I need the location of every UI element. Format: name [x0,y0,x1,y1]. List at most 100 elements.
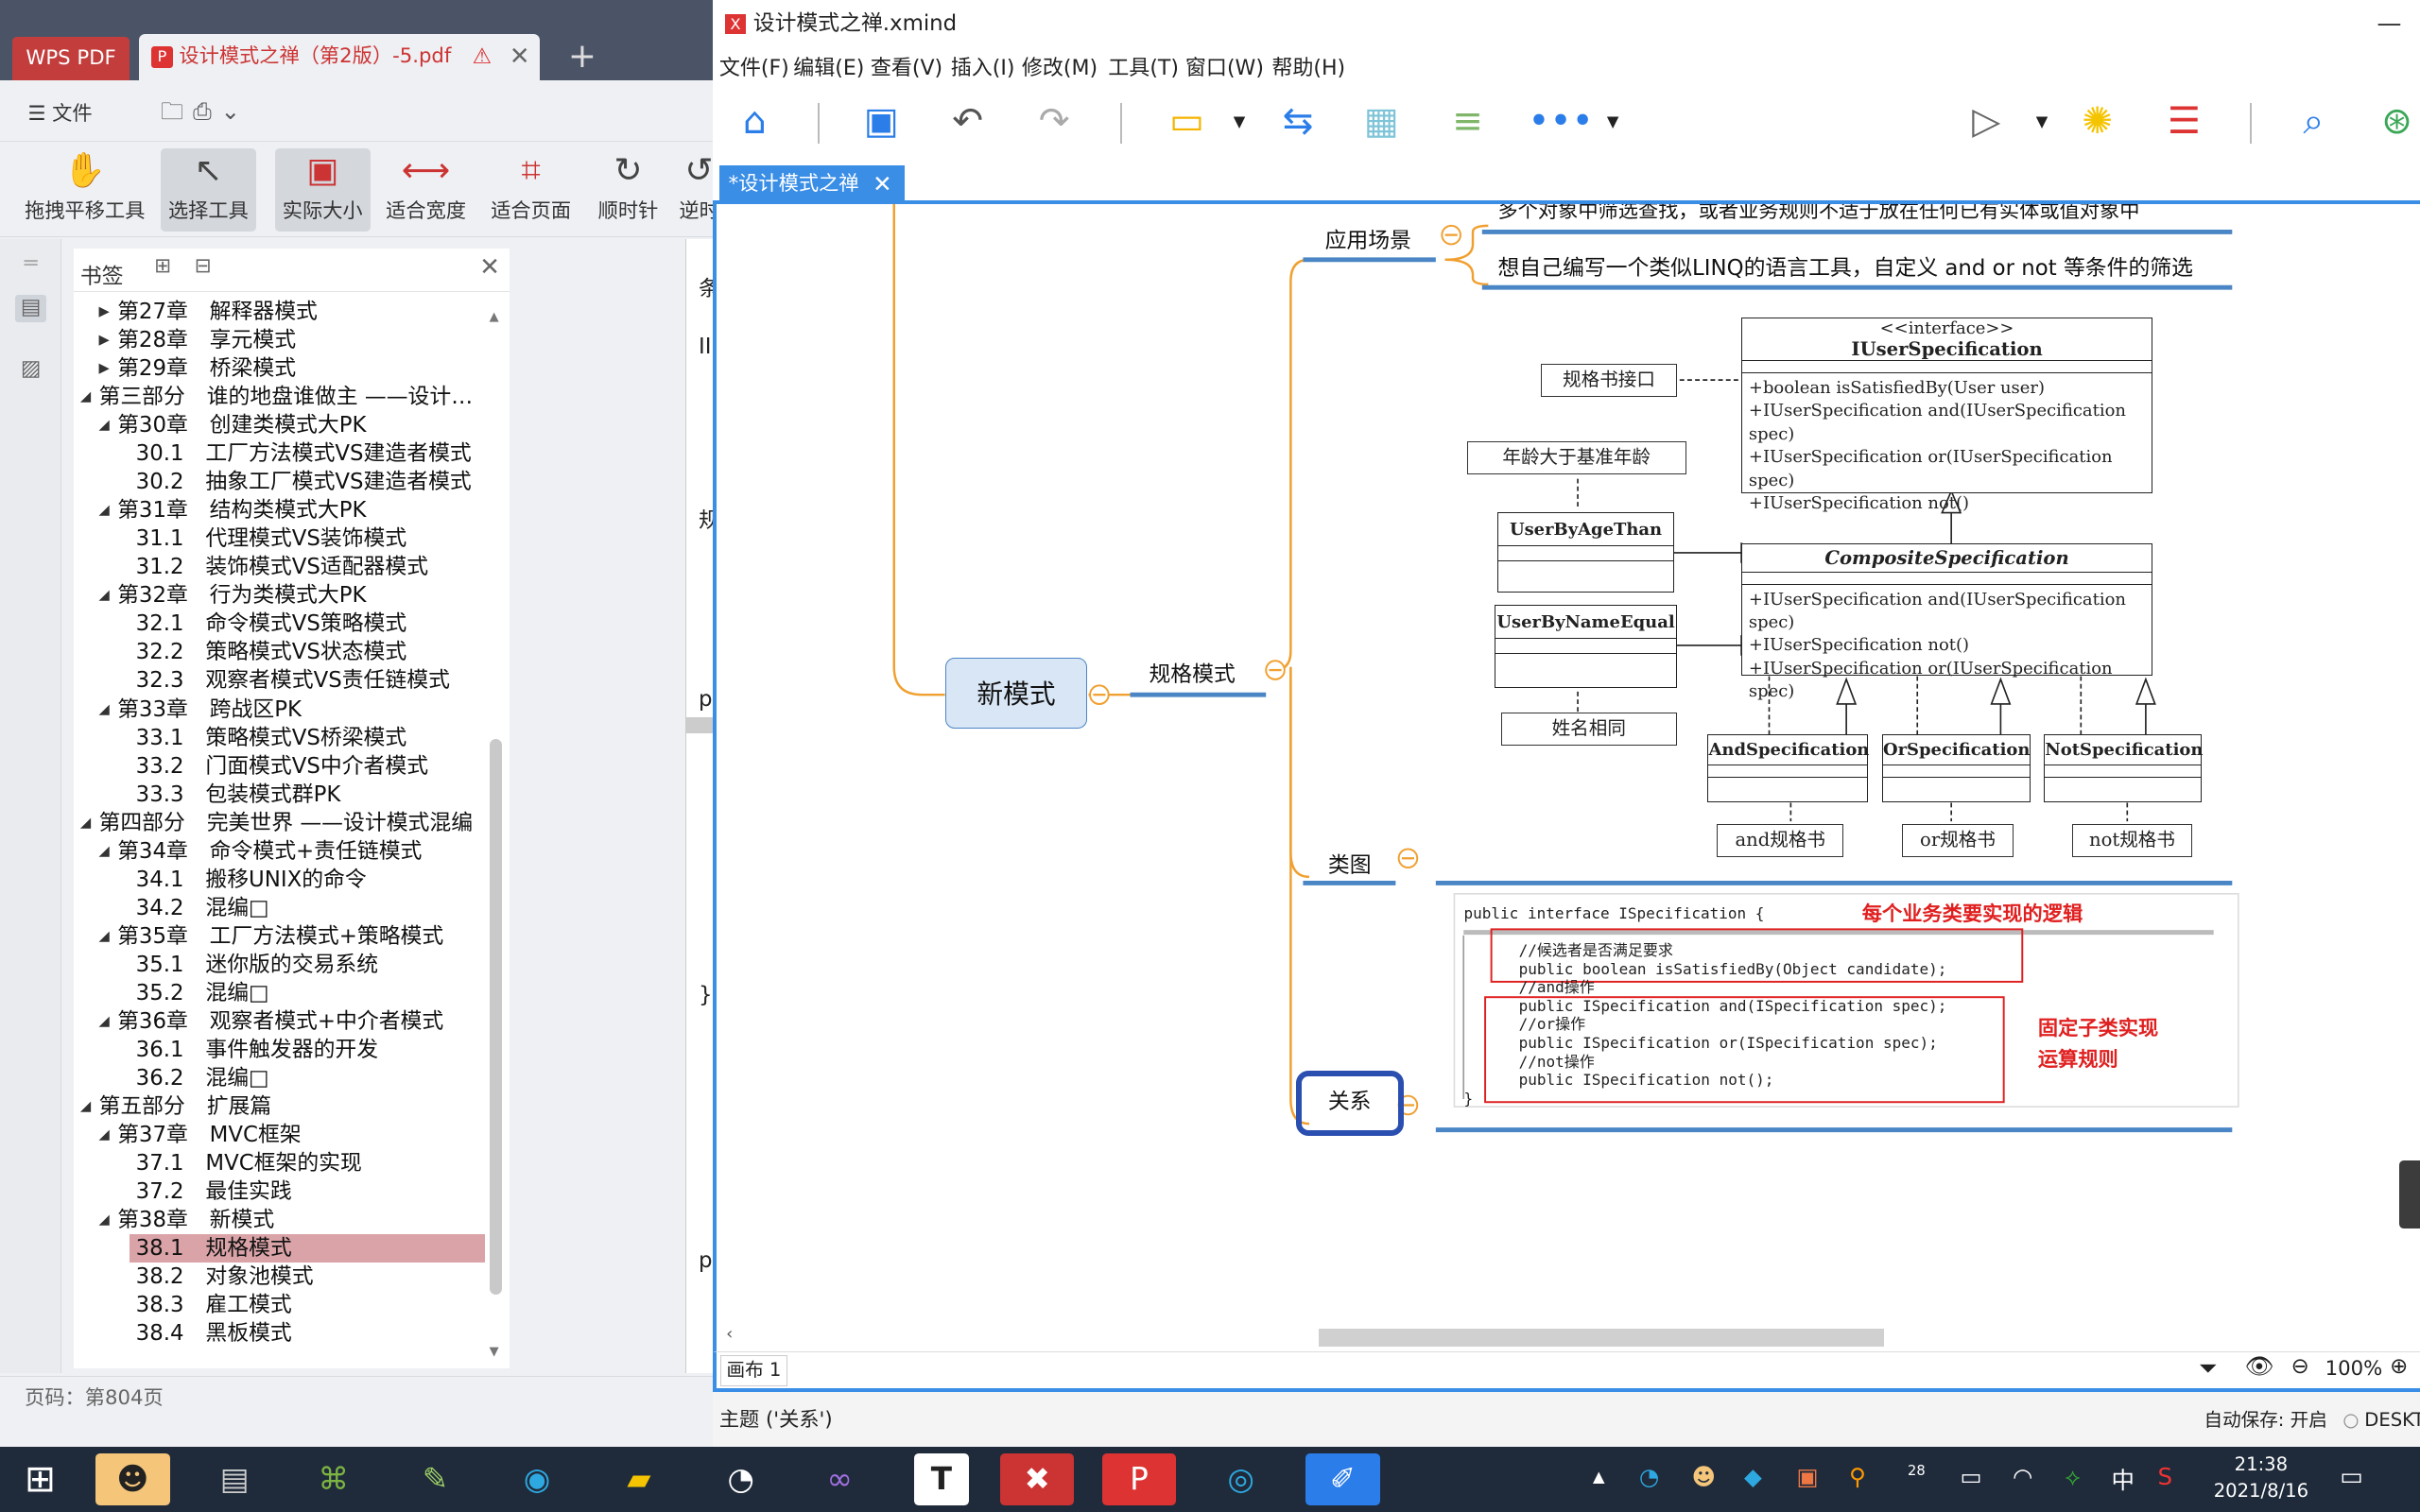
wps-pdf-taskbar-icon[interactable]: P [1101,1452,1177,1506]
bookmark-item[interactable]: ◢第三部分 谁的地盘谁做主 ——设计… [74,383,484,411]
new-tab-button[interactable]: + [567,37,596,77]
tray-app-icon[interactable]: ☻ [1691,1462,1716,1490]
collapse-arrow-icon[interactable]: ◢ [98,1012,110,1029]
bookmark-item[interactable]: ▶第29章 桥梁模式 [74,354,484,383]
bookmark-item[interactable]: 37.2 最佳实践 [74,1177,484,1206]
bookmark-item[interactable]: ◢第32章 行为类模式大PK [74,581,484,610]
tray-color-icon[interactable]: ▣ [1796,1462,1819,1490]
bookmark-item[interactable]: 35.1 迷你版的交易系统 [74,951,484,979]
tray-green-icon[interactable]: ⟡ [2065,1462,2081,1490]
scroll-down-icon[interactable]: ▼ [489,1345,499,1360]
collapse-arrow-icon[interactable]: ◢ [79,1097,92,1114]
visual-studio-icon[interactable]: ∞ [826,1460,853,1497]
bookmark-item[interactable]: ◢第35章 工厂方法模式+策略模式 [74,922,484,951]
bookmark-item[interactable]: 32.2 策略模式VS状态模式 [74,638,484,666]
undo-icon[interactable]: ↶ [952,99,984,143]
filter-icon[interactable]: ⏷ [2198,1353,2218,1382]
side-panel-handle[interactable] [2398,1160,2420,1228]
menu-insert[interactable]: 插入(I) [950,56,1015,80]
zoom-level[interactable]: 100% [2325,1357,2383,1382]
lightbulb-icon[interactable]: ✺ [2082,99,2114,143]
bookmark-item[interactable]: ◢第37章 MVC框架 [74,1121,484,1149]
bookmark-item[interactable]: ◢第四部分 完美世界 ——设计模式混编 [74,809,484,837]
search-app-icon[interactable]: ◔ [727,1460,754,1497]
rotate-clockwise-button[interactable]: ↻顺时针 [590,148,667,232]
topic-relation-selected[interactable]: 关系 [1295,1071,1404,1136]
ime-indicator[interactable]: 中 [2111,1466,2135,1494]
horizontal-scrollbar[interactable]: ‹ [713,1323,2420,1352]
tray-cloud-icon[interactable]: ◆ [1743,1462,1762,1490]
share-icon[interactable]: ⊛ [2381,99,2412,143]
pen-app-icon[interactable]: ✐ [1305,1452,1380,1506]
python-icon[interactable]: ⌘ [318,1460,349,1497]
thumbnail-panel-icon[interactable]: ▨ [20,356,42,382]
tray-s-icon[interactable]: S [2157,1462,2173,1490]
bookmark-item[interactable]: ◢第五部分 扩展篇 [74,1092,484,1121]
bookmark-item[interactable]: 32.1 命令模式VS策略模式 [74,610,484,638]
expand-all-icon[interactable]: ⊞ [154,254,172,279]
topic-scene[interactable]: 应用场景 [1324,229,1411,254]
bookmark-item[interactable]: ◢第34章 命令模式+责任链模式 [74,837,484,866]
collapse-arrow-icon[interactable]: ◢ [79,388,92,405]
close-tab-icon[interactable]: ✕ [873,169,892,198]
bookmark-item[interactable]: 30.2 抽象工厂模式VS建造者模式 [74,468,484,496]
home-icon[interactable]: ⌂ [742,99,767,143]
insert-topic-icon[interactable]: ▭ [1169,99,1205,143]
mindmap-canvas[interactable]: 多个对象中筛选查找，或者业务规则不适于放在任何已有实体或值对象中 应用场景 想自… [713,203,2420,1324]
tray-badge[interactable]: 28 [1908,1462,1926,1479]
status-autosave[interactable]: 自动保存: 开启 [2204,1409,2327,1432]
bookmark-item[interactable]: 33.1 策略模式VS桥梁模式 [74,724,484,752]
eye-icon[interactable]: 👁 [2244,1352,2274,1381]
scroll-left-icon[interactable]: ‹ [726,1323,734,1344]
xmind-document-tab[interactable]: *设计模式之禅✕ [718,164,905,204]
pan-tool-button[interactable]: ✋拖拽平移工具 [22,148,148,232]
relationship-icon[interactable]: ⇆ [1282,99,1314,143]
bookmark-item[interactable]: 38.4 黑板模式 [74,1319,484,1348]
chevron-down-icon[interactable]: ⌄ [220,97,250,126]
collapse-arrow-icon[interactable]: ◢ [98,1211,110,1228]
chevron-down-icon[interactable]: ▼ [1233,112,1246,130]
typora-icon[interactable]: T [913,1452,970,1506]
collapse-arrow-icon[interactable]: ◢ [98,502,110,519]
topic-root[interactable]: 新模式 [944,657,1088,729]
menu-edit[interactable]: 编辑(E) [793,56,865,80]
summary-icon[interactable]: ≡ [1452,99,1484,143]
bookmark-scrollbar[interactable]: ▲ ▼ [488,310,503,1359]
xmind-taskbar-icon[interactable]: ✖ [999,1452,1075,1506]
close-tab-icon[interactable]: ✕ [509,42,530,71]
fit-page-button[interactable]: ⌗适合页面 [485,148,578,232]
bookmark-item[interactable]: 34.2 混编□ [74,894,484,922]
bookmark-item[interactable]: ◢第33章 跨战区PK [74,696,484,724]
chevron-down-icon[interactable]: ▼ [2035,112,2048,130]
pinned-app-icon[interactable]: ☻ [95,1452,170,1506]
more-icon[interactable]: ••• [1528,99,1594,143]
search-tool-icon[interactable]: ◎ [1227,1460,1254,1497]
open-folder-icon[interactable]: 🗀 [160,97,194,126]
select-tool-button[interactable]: ↖选择工具 [160,147,257,232]
tray-key-icon[interactable]: ⚲ [1848,1462,1866,1490]
boundary-icon[interactable]: ▦ [1363,99,1399,143]
bookmark-item-selected[interactable]: 38.1 规格模式 [130,1234,485,1263]
bookmark-item[interactable]: 35.2 混编□ [74,979,484,1007]
windows-start-icon[interactable]: ⊞ [25,1457,56,1501]
fit-width-button[interactable]: ⟷适合宽度 [383,148,469,232]
bookmark-scroll-thumb[interactable] [489,739,502,1295]
file-manager-icon[interactable]: ▤ [219,1460,250,1497]
bookmark-item[interactable]: ▶第28章 享元模式 [74,326,484,354]
battery-icon[interactable]: ▭ [1960,1462,1982,1490]
bookmark-item[interactable]: 36.2 混编□ [74,1064,484,1092]
expand-arrow-icon[interactable]: ▶ [98,360,110,377]
bookmark-item[interactable]: 31.2 装饰模式VS适配器模式 [74,553,484,581]
edge-icon[interactable]: ◉ [523,1460,551,1497]
file-menu-button[interactable]: ☰ 文件 [27,97,92,127]
bookmark-item[interactable]: 34.1 搬移UNIX的命令 [74,866,484,894]
topic-class-diagram[interactable]: 类图 [1327,853,1372,879]
tray-search-icon[interactable]: ◔ [1638,1462,1660,1490]
collapse-arrow-icon[interactable]: ◢ [79,814,92,831]
scroll-up-icon[interactable]: ▲ [489,310,499,325]
bookmark-item[interactable]: ◢第38章 新模式 [74,1206,484,1234]
menu-help[interactable]: 帮助(H) [1271,56,1346,80]
bookmark-item[interactable]: 36.1 事件触发器的开发 [74,1036,484,1064]
bookmark-item[interactable]: ◢第30章 创建类模式大PK [74,411,484,439]
presentation-icon[interactable]: ▷ [1972,99,2001,143]
